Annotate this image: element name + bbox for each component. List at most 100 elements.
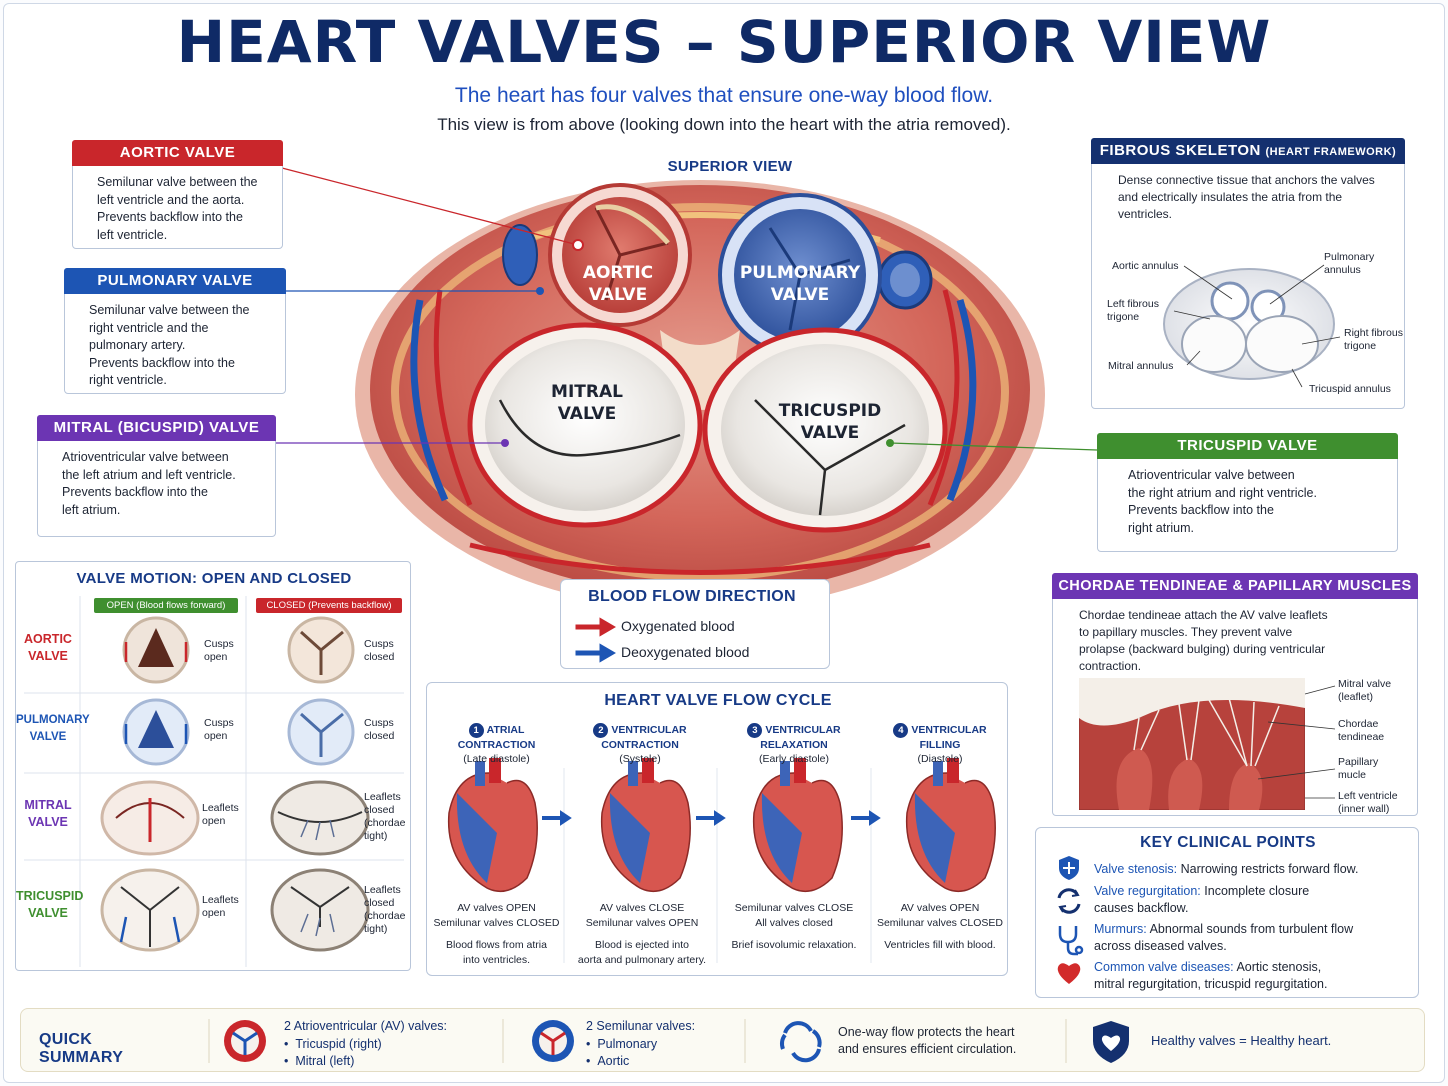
tricuspid-valve-card: TRICUSPID VALVE Atrioventricular valve b…	[1097, 433, 1398, 552]
fibrous-skeleton-card: FIBROUS SKELETON (HEART FRAMEWORK) Dense…	[1091, 138, 1405, 409]
blue-arrow-icon	[575, 643, 616, 663]
tricuspid-annulus-label: Tricuspid annulus	[1309, 383, 1391, 395]
flow-cycle-title: HEART VALVE FLOW CYCLE	[604, 692, 832, 709]
stethoscope-icon	[1058, 926, 1084, 956]
page-title: HEART VALVES – SUPERIOR VIEW	[176, 8, 1272, 76]
summary-healthy: Healthy valves = Healthy heart.	[1151, 1033, 1332, 1048]
mitral-annulus-label: Mitral annulus	[1108, 360, 1174, 372]
summary-av: 2 Atrioventricular (AV) valves: • Tricus…	[284, 1019, 448, 1068]
aortic-annulus-label: Aortic annulus	[1112, 260, 1179, 272]
step-4-desc: Ventricles fill with blood.	[884, 939, 996, 951]
clinical-item-murmurs: Murmurs: Abnormal sounds from turbulent …	[1094, 922, 1354, 953]
clinical-item-stenosis: Valve stenosis: Narrowing restricts forw…	[1094, 862, 1359, 876]
open-header: OPEN (Blood flows forward)	[94, 598, 238, 613]
semilunar-valves-icon	[532, 1020, 574, 1062]
mitral-valve-card: MITRAL (BICUSPID) VALVE Atrioventricular…	[37, 415, 276, 537]
clinical-points-title: KEY CLINICAL POINTS	[1140, 834, 1316, 851]
heart-icon-3	[752, 758, 843, 893]
valve-motion-card: VALVE MOTION: OPEN AND CLOSED OPEN (Bloo…	[15, 561, 411, 971]
valve-motion-illustrations	[24, 596, 404, 967]
chordae-card-title: CHORDAE TENDINEAE & PAPILLARY MUSCLES	[1052, 573, 1418, 599]
oxygenated-label: Oxygenated blood	[621, 618, 735, 634]
flow-direction-card: BLOOD FLOW DIRECTION Oxygenated blood De…	[560, 579, 830, 669]
shield-icon	[1059, 856, 1079, 880]
pulmonary-valve-card: PULMONARY VALVE Semilunar valve between …	[64, 268, 286, 394]
fibrous-skeleton-diagram	[1163, 264, 1341, 388]
red-arrow-icon	[575, 617, 616, 637]
quick-summary-bar: QUICK SUMMARY 2 Atrioventricular (AV) va…	[20, 1008, 1425, 1072]
clinical-icons	[1057, 856, 1084, 984]
flow-arrows	[575, 617, 616, 663]
chordae-illustration	[1079, 678, 1305, 810]
arrow-right-icon	[696, 810, 726, 826]
cycle-icon	[1057, 888, 1081, 914]
heart-icon-1	[447, 758, 538, 893]
cycle-illustrations	[447, 758, 996, 963]
summary-icons	[208, 1019, 1129, 1063]
fibrous-card-body: Dense connective tissue that anchors the…	[1118, 173, 1375, 221]
heart-icon	[1057, 963, 1081, 984]
arrow-right-icon	[851, 810, 881, 826]
valve-motion-title: VALVE MOTION: OPEN AND CLOSED	[76, 570, 352, 587]
cycle-icon	[779, 1021, 822, 1063]
page-subtitle-2: This view is from above (looking down in…	[437, 115, 1011, 134]
fibrous-card-title: FIBROUS SKELETON (HEART FRAMEWORK)	[1091, 138, 1405, 164]
clinical-points-card: KEY CLINICAL POINTS Valve stenosis: Narr…	[1035, 827, 1419, 998]
aortic-card-title: AORTIC VALVE	[72, 140, 283, 166]
tricuspid-card-title: TRICUSPID VALVE	[1097, 433, 1398, 459]
superior-view-label: SUPERIOR VIEW	[667, 158, 793, 175]
summary-semilunar: 2 Semilunar valves: • Pulmonary • Aortic	[586, 1019, 696, 1068]
page-subtitle: The heart has four valves that ensure on…	[454, 84, 994, 107]
mitral-card-title: MITRAL (BICUSPID) VALVE	[37, 415, 276, 441]
pulmonary-card-title: PULMONARY VALVE	[64, 268, 286, 294]
heart-icon-2	[600, 758, 691, 893]
arrow-right-icon	[542, 810, 572, 826]
lv-wall-label: Left ventricle(inner wall)	[1338, 790, 1398, 815]
deoxygenated-label: Deoxygenated blood	[621, 644, 750, 660]
clinical-item-diseases: Common valve diseases: Aortic stenosis,m…	[1094, 960, 1328, 991]
quick-summary-title: QUICK SUMMARY	[39, 1031, 124, 1066]
mitral-leaflet-label: Mitral valve(leaflet)	[1338, 678, 1392, 703]
flow-direction-title: BLOOD FLOW DIRECTION	[588, 588, 796, 605]
closed-header: CLOSED (Prevents backflow)	[256, 598, 402, 613]
step-3-desc: Brief isovolumic relaxation.	[731, 939, 857, 951]
av-valves-icon	[224, 1020, 266, 1062]
heart-icon-4	[905, 758, 996, 893]
aortic-valve-card: AORTIC VALVE Semilunar valve between the…	[72, 140, 283, 249]
chordae-leaders	[1257, 685, 1336, 799]
